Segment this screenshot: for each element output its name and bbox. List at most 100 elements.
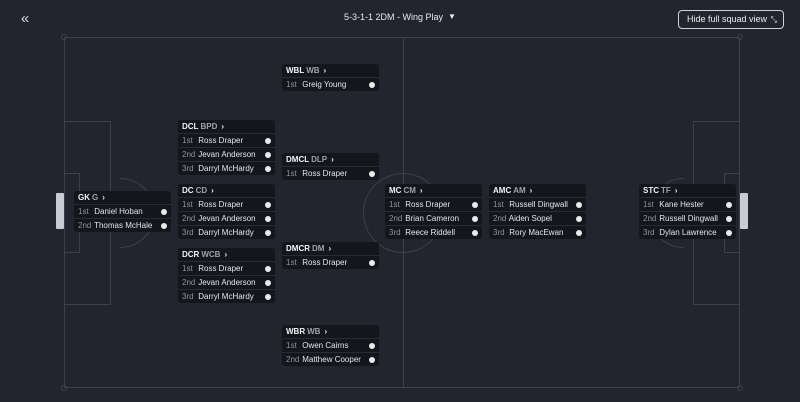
player-name: Greig Young <box>302 80 347 89</box>
chevron-right-icon: › <box>221 122 225 131</box>
collapse-arrows-icon: ⤡ <box>770 15 777 24</box>
player-row[interactable]: 2nd Thomas McHale <box>74 218 171 232</box>
player-status-icon <box>265 152 271 158</box>
player-name: Russell Dingwall <box>509 200 568 209</box>
player-name: Darryl McHardy <box>198 228 254 237</box>
chevron-right-icon: › <box>323 66 327 75</box>
player-name: Reece Riddell <box>405 228 456 237</box>
player-status-icon <box>369 260 375 266</box>
player-name: Owen Cairns <box>302 341 349 350</box>
player-status-icon <box>726 230 732 236</box>
chevron-right-icon: › <box>211 186 214 195</box>
player-status-icon <box>265 166 271 172</box>
player-row[interactable]: 1st Ross Draper <box>385 197 482 211</box>
player-row[interactable]: 1st Kane Hester <box>639 197 736 211</box>
player-row[interactable]: 1st Owen Cairns <box>282 338 379 352</box>
player-row[interactable]: 2nd Russell Dingwall <box>639 211 736 225</box>
player-name: Daniel Hoban <box>94 207 143 216</box>
player-row[interactable]: 2nd Matthew Cooper <box>282 352 379 366</box>
player-name: Ross Draper <box>198 200 244 209</box>
hide-full-squad-view-button[interactable]: Hide full squad view ⤡ <box>678 10 784 29</box>
hide-button-label: Hide full squad view <box>687 14 768 24</box>
player-name: Kane Hester <box>659 200 704 209</box>
player-row[interactable]: 1st Daniel Hoban <box>74 204 171 218</box>
player-row[interactable]: 1st Russell Dingwall <box>489 197 586 211</box>
player-row[interactable]: 1st Ross Draper <box>178 261 275 275</box>
player-row[interactable]: 2nd Jevan Anderson <box>178 275 275 289</box>
corner-arc <box>737 34 743 40</box>
player-row[interactable]: 3rd Darryl McHardy <box>178 225 275 239</box>
player-row[interactable]: 3rd Rory MacEwan <box>489 225 586 239</box>
tactic-dropdown[interactable]: 5-3-1-1 2DM - Wing Play▼ <box>300 12 500 28</box>
corner-arc <box>737 385 743 391</box>
player-status-icon <box>726 202 732 208</box>
player-status-icon <box>472 202 478 208</box>
player-status-icon <box>369 357 375 363</box>
player-status-icon <box>265 280 271 286</box>
corner-arc <box>61 34 67 40</box>
chevron-right-icon: › <box>674 186 678 195</box>
player-name: Rory MacEwan <box>509 228 564 237</box>
player-name: Jevan Anderson <box>198 214 256 223</box>
tactic-label: 5-3-1-1 2DM - Wing Play <box>344 12 444 22</box>
player-name: Jevan Anderson <box>198 150 256 159</box>
player-status-icon <box>369 343 375 349</box>
player-status-icon <box>265 230 271 236</box>
player-row[interactable]: 3rd Darryl McHardy <box>178 161 275 175</box>
player-status-icon <box>265 266 271 272</box>
player-row[interactable]: 3rd Reece Riddell <box>385 225 482 239</box>
chevron-right-icon: › <box>102 193 105 202</box>
player-row[interactable]: 1st Ross Draper <box>282 166 379 180</box>
player-row[interactable]: 2nd Jevan Anderson <box>178 147 275 161</box>
player-status-icon <box>265 216 271 222</box>
player-row[interactable]: 2nd Aiden Sopel <box>489 211 586 225</box>
player-status-icon <box>726 216 732 222</box>
player-row[interactable]: 1st Greig Young <box>282 77 379 91</box>
chevron-right-icon: › <box>328 244 332 253</box>
player-row[interactable]: 2nd Brian Cameron <box>385 211 482 225</box>
player-name: Darryl McHardy <box>198 292 254 301</box>
player-row[interactable]: 1st Ross Draper <box>178 197 275 211</box>
player-status-icon <box>265 138 271 144</box>
goal-left <box>56 193 64 229</box>
player-row[interactable]: 2nd Jevan Anderson <box>178 211 275 225</box>
player-status-icon <box>265 202 271 208</box>
player-name: Thomas McHale <box>94 221 153 230</box>
player-status-icon <box>161 223 167 229</box>
player-status-icon <box>161 209 167 215</box>
goal-right <box>740 193 748 229</box>
player-name: Matthew Cooper <box>302 355 361 364</box>
player-row[interactable]: 3rd Dylan Lawrence <box>639 225 736 239</box>
chevron-right-icon: › <box>529 186 533 195</box>
player-status-icon <box>576 216 582 222</box>
chevron-right-icon: › <box>419 186 423 195</box>
player-row[interactable]: 3rd Darryl McHardy <box>178 289 275 303</box>
player-row[interactable]: 1st Ross Draper <box>282 255 379 269</box>
collapse-panel-button[interactable]: « <box>16 10 34 28</box>
player-row[interactable]: 1st Ross Draper <box>178 133 275 147</box>
double-chevron-left-icon: « <box>20 10 30 27</box>
player-name: Russell Dingwall <box>659 214 718 223</box>
